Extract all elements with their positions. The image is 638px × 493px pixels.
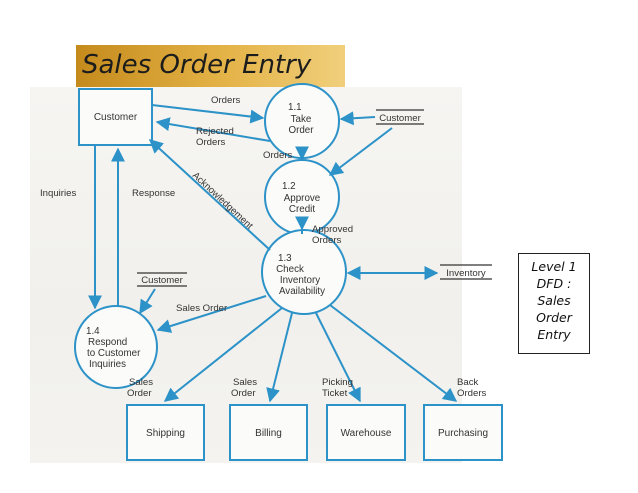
entity-warehouse: Warehouse bbox=[326, 404, 406, 461]
legend-line-1: Level 1 bbox=[531, 259, 577, 274]
process-1-2-number: 1.2 bbox=[282, 181, 296, 192]
label-rejected-2: Orders bbox=[196, 137, 226, 148]
legend-line-5: Entry bbox=[537, 327, 571, 342]
store-inventory-label: Inventory bbox=[446, 268, 486, 279]
legend-box: Level 1 DFD : Sales Order Entry bbox=[518, 253, 590, 354]
label-picking-2: Ticket bbox=[322, 388, 348, 399]
flow-acknowledgement bbox=[148, 139, 271, 251]
process-1-1-line-1: Take bbox=[291, 114, 312, 125]
entity-customer-label: Customer bbox=[94, 112, 138, 123]
title-bar bbox=[76, 45, 345, 87]
label-acknowledgement: Acknowledgement bbox=[190, 170, 255, 232]
store-customer-left-label: Customer bbox=[141, 275, 183, 286]
entity-billing: Billing bbox=[229, 404, 308, 461]
flow-store-to-take-order bbox=[339, 111, 376, 126]
legend-line-2: DFD : bbox=[536, 276, 572, 291]
label-orders-mid: Orders bbox=[263, 150, 293, 161]
entity-purchasing: Purchasing bbox=[423, 404, 503, 461]
page-title: Sales Order Entry bbox=[82, 50, 312, 80]
flow-picking-ticket bbox=[315, 312, 361, 403]
process-1-4-line-2: to Customer bbox=[87, 348, 141, 359]
process-1-4: 1.4 Respond to Customer Inquiries bbox=[74, 305, 158, 389]
label-inquiries: Inquiries bbox=[40, 188, 76, 199]
process-1-4-number: 1.4 bbox=[86, 326, 100, 337]
label-sales-order-bill-2: Order bbox=[231, 388, 256, 399]
process-1-3-line-3: Availability bbox=[279, 286, 325, 297]
label-back-orders-2: Orders bbox=[457, 388, 487, 399]
legend-line-4: Order bbox=[536, 310, 572, 325]
entity-shipping: Shipping bbox=[126, 404, 205, 461]
label-back-orders-1: Back bbox=[457, 377, 479, 388]
process-1-2: 1.2 Approve Credit bbox=[264, 159, 340, 235]
label-orders-top: Orders bbox=[211, 95, 241, 106]
legend-line-3: Sales bbox=[537, 293, 571, 308]
process-1-4-line-1: Respond bbox=[88, 337, 127, 348]
flow-store-to-respond bbox=[139, 288, 156, 315]
entity-purchasing-label: Purchasing bbox=[438, 428, 488, 439]
process-1-1: 1.1 Take Order bbox=[264, 83, 340, 159]
label-response: Response bbox=[132, 188, 175, 199]
label-approved-2: Orders bbox=[312, 235, 342, 246]
flow-sales-order-shipping bbox=[163, 307, 283, 402]
entity-billing-label: Billing bbox=[255, 428, 282, 439]
process-1-3-number: 1.3 bbox=[278, 253, 292, 264]
label-picking-1: Picking bbox=[322, 377, 353, 388]
flow-arrows bbox=[88, 104, 458, 403]
entity-shipping-label: Shipping bbox=[146, 428, 185, 439]
store-customer-left: Customer bbox=[137, 272, 187, 287]
flow-orders-to-take-order bbox=[151, 104, 265, 124]
label-rejected-1: Rejected bbox=[196, 126, 234, 137]
label-approved-1: Approved bbox=[312, 224, 353, 235]
entity-customer: Customer bbox=[78, 88, 153, 146]
entity-warehouse-label: Warehouse bbox=[341, 428, 392, 439]
store-customer-top-label: Customer bbox=[379, 113, 421, 124]
store-inventory: Inventory bbox=[440, 264, 492, 280]
label-sales-order-bill-1: Sales bbox=[233, 377, 257, 388]
process-1-1-number: 1.1 bbox=[288, 102, 302, 113]
label-sales-order-mid: Sales Order bbox=[176, 303, 228, 314]
flow-sales-order-mid bbox=[156, 295, 267, 333]
label-sales-order-ship-1: Sales bbox=[129, 377, 153, 388]
process-1-2-line-2: Credit bbox=[289, 204, 315, 215]
process-1-3-line-1: Check bbox=[276, 264, 304, 275]
process-1-1-line-2: Order bbox=[288, 125, 314, 136]
flow-sales-order-billing bbox=[266, 312, 293, 403]
label-sales-order-ship-2: Order bbox=[127, 388, 152, 399]
flow-back-orders bbox=[329, 304, 458, 402]
process-1-4-line-3: Inquiries bbox=[89, 359, 126, 370]
process-1-2-line-1: Approve bbox=[284, 193, 321, 204]
flow-store-to-approve bbox=[328, 127, 393, 176]
process-1-3-line-2: Inventory bbox=[280, 275, 320, 286]
store-customer-top: Customer bbox=[376, 109, 424, 125]
flow-rejected-orders bbox=[155, 117, 271, 142]
